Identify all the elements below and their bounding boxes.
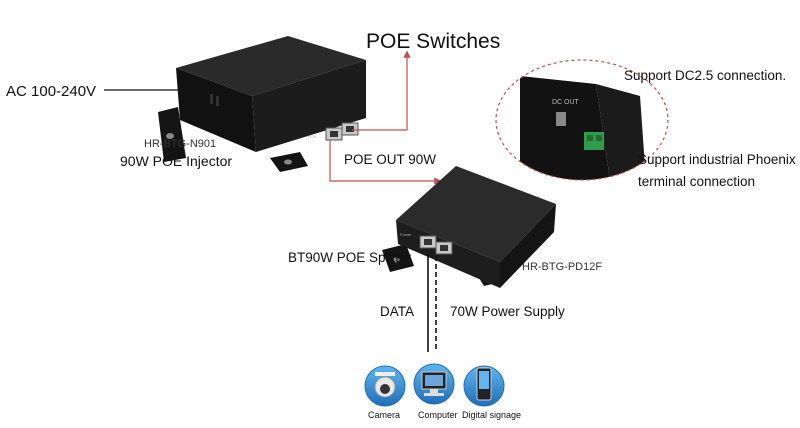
terminal-callout: DC OUT (495, 59, 669, 181)
device-computer: Computer (413, 363, 458, 420)
digital-signage-label: Digital signage (462, 410, 521, 420)
injector-to-splitter-line (329, 140, 442, 185)
device-camera: Camera (364, 365, 406, 420)
phoenix-support-line1: Support industrial Phoenix (638, 152, 796, 167)
injector-port-mark: POE (308, 134, 317, 139)
power-supply-label: 70W Power Supply (450, 304, 565, 319)
injector-to-switch-line (352, 50, 411, 131)
splitter-name-label: BT90W POE Splitter (288, 250, 412, 265)
diagram-title: POE Switches (366, 30, 500, 53)
splitter-model-label: HR-BTG-PD12F (522, 261, 602, 273)
camera-label: Camera (368, 410, 400, 420)
computer-icon (421, 371, 447, 396)
poe-injector-device: POE (158, 36, 366, 172)
camera-icon (374, 372, 396, 398)
data-label: DATA (380, 304, 414, 319)
phoenix-support-line2: terminal connection (638, 174, 755, 189)
ac-input-label: AC 100-240V (6, 83, 96, 100)
dc-support-label: Support DC2.5 connection. (624, 68, 786, 83)
injector-name-label: 90W POE Injector (120, 153, 232, 169)
splitter-port-mark: Power (400, 232, 412, 237)
terminal-dc-out-mark: DC OUT (552, 99, 580, 106)
digital-signage-icon (476, 367, 492, 401)
callout-circle (495, 59, 669, 181)
device-digital-signage: Digital signage (462, 365, 521, 420)
injector-model-label: HR-BTG-N901 (144, 138, 216, 150)
poe-splitter-device: Power (382, 166, 556, 288)
poe-out-label: POE OUT 90W (344, 152, 436, 167)
computer-label: Computer (418, 410, 458, 420)
